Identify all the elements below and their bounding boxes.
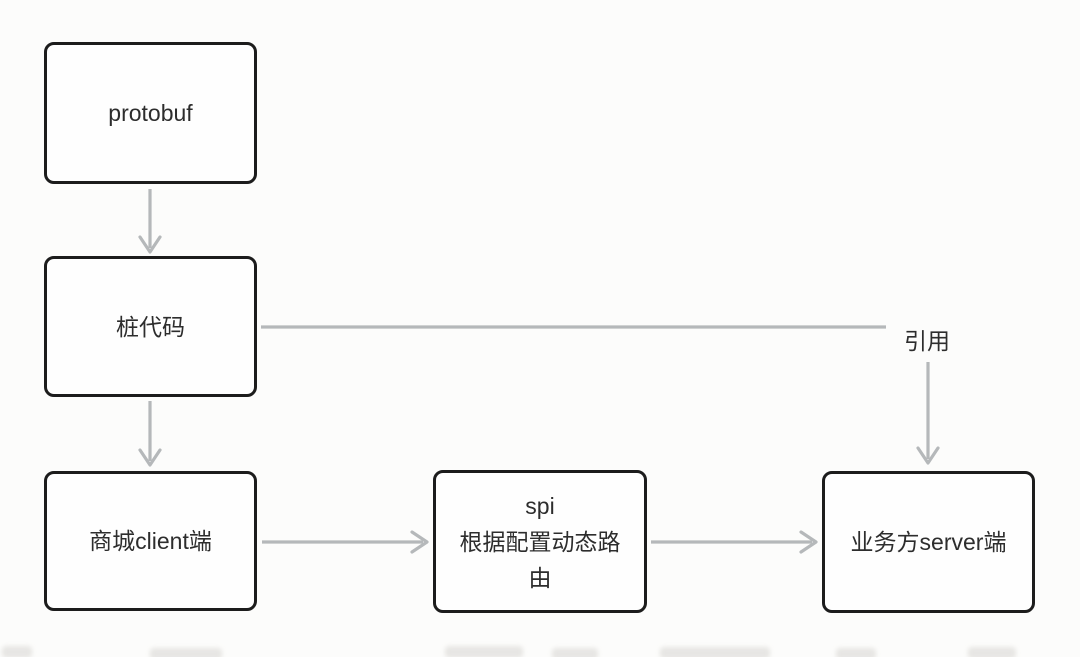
node-protobuf: protobuf <box>44 42 257 184</box>
watermark-smudge <box>836 648 876 657</box>
node-stub-code-label: 桩代码 <box>116 313 185 340</box>
watermark-smudge <box>445 646 523 657</box>
watermark-smudge <box>150 648 222 657</box>
node-spi-router-line-1: spi <box>525 492 555 519</box>
node-mall-client: 商城client端 <box>44 471 257 611</box>
node-mall-client-label: 商城client端 <box>89 528 212 554</box>
node-spi-router-line-2: 根据配置动态路 <box>459 528 621 555</box>
node-business-server-label: 业务方server端 <box>850 529 1007 555</box>
watermark-smudge <box>968 647 1016 657</box>
watermark-smudge <box>2 646 32 657</box>
watermark-smudge <box>552 648 598 657</box>
node-spi-router: spi 根据配置动态路 由 <box>433 470 647 613</box>
node-business-server: 业务方server端 <box>822 471 1035 613</box>
node-spi-router-line-3: 由 <box>528 564 552 591</box>
edge-stub-code-to-business-server <box>261 325 940 465</box>
node-spi-router-label: spi 根据配置动态路 由 <box>460 488 621 596</box>
node-stub-code: 桩代码 <box>44 256 257 397</box>
node-protobuf-label: protobuf <box>108 100 193 126</box>
edge-label-reference: 引用 <box>886 316 968 362</box>
watermark-smudge <box>660 647 770 657</box>
